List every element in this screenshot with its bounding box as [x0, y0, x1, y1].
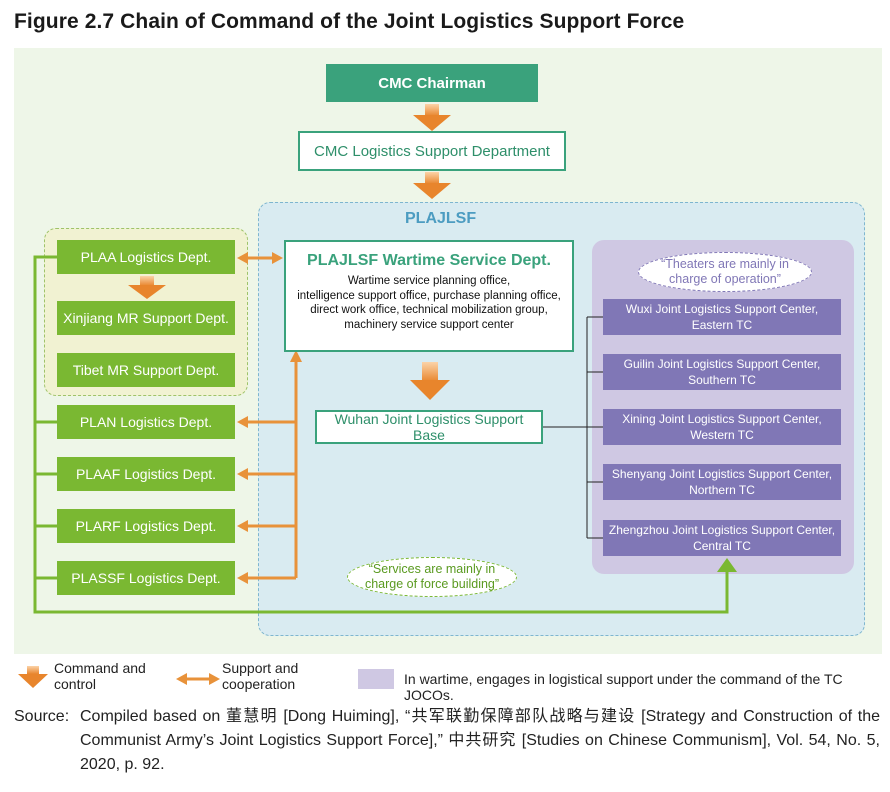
plan-box: PLAN Logistics Dept. [57, 405, 235, 439]
theaters-note: “Theaters are mainly in charge of operat… [638, 252, 812, 292]
plajlsf-label: PLAJLSF [405, 210, 477, 227]
plaa-box: PLAA Logistics Dept. [57, 240, 235, 274]
legend-support-line-2: cooperation [222, 676, 296, 692]
center-western-box: Xining Joint Logistics Support Center, We… [603, 409, 841, 445]
services-note-line-2: charge of force building” [364, 577, 500, 591]
center-western-line-2: Western TC [690, 428, 754, 442]
center-eastern-line-1: Wuxi Joint Logistics Support Center, [625, 302, 819, 316]
cmc-chairman-box: CMC Chairman [326, 64, 538, 102]
legend-command-line-2: control [54, 676, 97, 692]
legend-wartime-swatch [358, 669, 394, 689]
source-text: Compiled based on 董慧明 [Dong Huiming], “共… [80, 708, 880, 773]
center-eastern-line-2: Eastern TC [691, 318, 753, 332]
center-northern-line-1: Shenyang Joint Logistics Support Center, [611, 467, 833, 481]
plaa-label: PLAA Logistics Dept. [80, 249, 212, 265]
plan-label: PLAN Logistics Dept. [79, 414, 213, 430]
plaaf-label: PLAAF Logistics Dept. [75, 466, 217, 482]
wartime-line-2: intelligence support office, purchase pl… [297, 289, 561, 302]
legend-command-icon [18, 666, 48, 688]
wartime-service-box: PLAJLSF Wartime Service Dept. Wartime se… [284, 240, 574, 352]
source-label: Source: [14, 708, 70, 725]
wuhan-base-box: Wuhan Joint Logistics Support Base [315, 410, 543, 444]
center-southern-line-2: Southern TC [688, 373, 756, 387]
center-central-box: Zhengzhou Joint Logistics Support Center… [603, 520, 841, 556]
plassf-box: PLASSF Logistics Dept. [57, 561, 235, 595]
figure-title: Figure 2.7 Chain of Command of the Joint… [14, 10, 685, 33]
plarf-label: PLARF Logistics Dept. [75, 518, 217, 534]
legend-support-text: Support and cooperation [222, 660, 298, 692]
center-northern-line-2: Northern TC [689, 483, 755, 497]
wartime-line-1: Wartime service planning office, [347, 275, 511, 287]
legend-command-text: Command and control [54, 660, 146, 692]
wartime-line-3: direct work office, technical mobilizati… [310, 304, 548, 316]
xinjiang-label: Xinjiang MR Support Dept. [63, 310, 229, 326]
center-central-line-2: Central TC [693, 539, 751, 553]
center-eastern-box: Wuxi Joint Logistics Support Center, East… [603, 299, 841, 335]
wartime-service-title: PLAJLSF Wartime Service Dept. [307, 252, 551, 269]
services-note-line-1: “Services are mainly in [368, 562, 496, 576]
wartime-line-4: machinery service support center [344, 318, 514, 331]
cmc-lsd-box: CMC Logistics Support Department [298, 131, 566, 171]
cmc-chairman-label: CMC Chairman [378, 74, 486, 92]
tibet-label: Tibet MR Support Dept. [72, 362, 220, 378]
center-central-line-1: Zhengzhou Joint Logistics Support Center… [608, 523, 836, 537]
plaaf-box: PLAAF Logistics Dept. [57, 457, 235, 491]
xinjiang-box: Xinjiang MR Support Dept. [57, 301, 235, 335]
theaters-note-line-1: “Theaters are mainly in [661, 257, 789, 271]
theaters-note-line-2: charge of operation” [669, 272, 781, 286]
wartime-service-body: Wartime service planning office, intelli… [286, 274, 572, 332]
tibet-box: Tibet MR Support Dept. [57, 353, 235, 387]
center-northern-box: Shenyang Joint Logistics Support Center,… [603, 464, 841, 500]
services-note: “Services are mainly in charge of force … [347, 557, 517, 597]
plassf-label: PLASSF Logistics Dept. [71, 570, 221, 586]
center-western-line-1: Xining Joint Logistics Support Center, [622, 412, 822, 426]
center-southern-line-1: Guilin Joint Logistics Support Center, [623, 357, 821, 371]
plarf-box: PLARF Logistics Dept. [57, 509, 235, 543]
legend-wartime-text: In wartime, engages in logistical suppor… [404, 671, 843, 703]
wuhan-base-label: Wuhan Joint Logistics Support Base [334, 411, 524, 443]
legend-support-icon [176, 673, 220, 685]
legend-support-line-1: Support and [222, 660, 299, 676]
legend-command-line-1: Command and [54, 660, 146, 676]
center-southern-box: Guilin Joint Logistics Support Center, So… [603, 354, 841, 390]
cmc-lsd-label: CMC Logistics Support Department [314, 142, 550, 160]
